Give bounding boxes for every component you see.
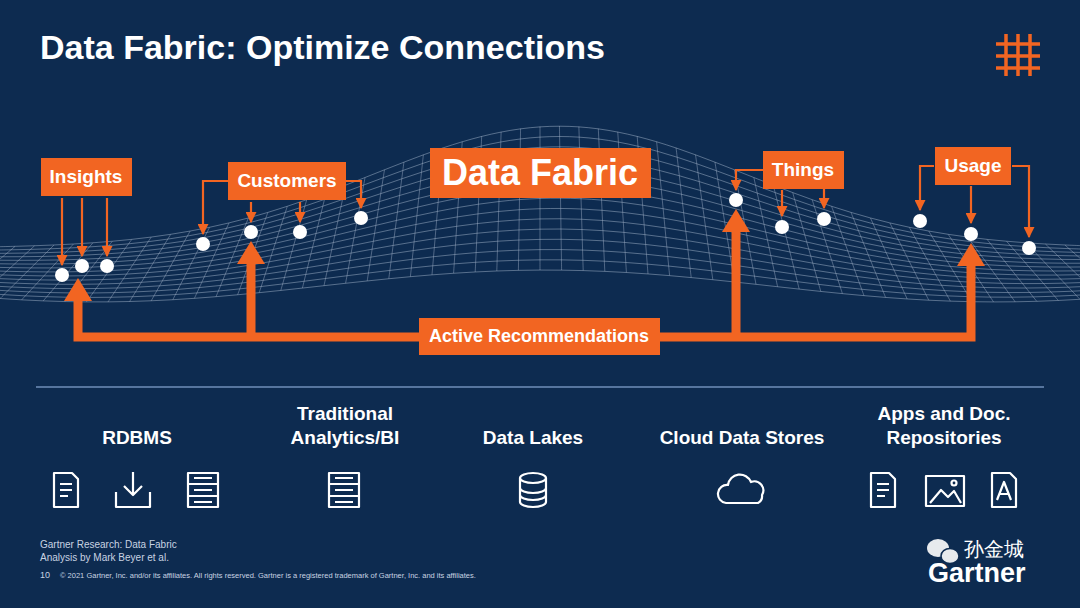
document-lines — [877, 484, 889, 496]
mesh-line — [346, 178, 365, 284]
image-icon — [926, 476, 964, 506]
category-label: Usage — [935, 147, 1011, 185]
server-lines — [188, 478, 218, 502]
mesh-line — [281, 200, 307, 291]
data-dot — [354, 211, 368, 225]
node-text: Insights — [50, 166, 123, 188]
node-text: Things — [772, 159, 834, 181]
mesh-line — [929, 231, 972, 302]
data-dot — [913, 214, 927, 228]
mesh-line — [0, 270, 1080, 302]
data-dot — [100, 259, 114, 273]
mesh-line — [1045, 244, 1080, 298]
node-text: Usage — [944, 155, 1001, 177]
gartner-mark — [996, 34, 1040, 76]
server-icon — [188, 473, 218, 507]
mesh-line — [108, 237, 151, 302]
mesh-line — [410, 155, 423, 277]
mesh-line — [1007, 241, 1059, 300]
node-text: Active Recommendations — [429, 326, 649, 347]
mesh-line — [793, 193, 821, 292]
category-label: Insights — [41, 158, 132, 196]
fabric-mesh — [0, 126, 1080, 302]
mesh-line — [130, 234, 171, 301]
data-points — [55, 193, 1036, 282]
mesh-line — [812, 200, 842, 294]
mesh-line — [676, 148, 691, 278]
document-icon — [871, 473, 895, 507]
mesh-line — [43, 243, 93, 301]
source-label: RDBMS — [67, 426, 207, 450]
mesh-line — [870, 218, 907, 299]
document-lines — [60, 484, 72, 496]
mesh-line — [324, 185, 346, 285]
mesh-line — [832, 206, 864, 295]
mesh-line — [259, 206, 287, 292]
divider — [36, 386, 1044, 388]
download-icon — [116, 472, 150, 507]
source-label: Traditional Analytics/BI — [270, 402, 420, 450]
data-dot — [964, 227, 978, 241]
source-label: Data Lakes — [463, 426, 603, 450]
center-label: Data Fabric — [430, 148, 651, 198]
data-dot — [1022, 241, 1036, 255]
mesh-line — [0, 245, 54, 299]
letter-glyph — [997, 482, 1011, 500]
mesh-line — [22, 244, 74, 300]
node-text: Customers — [237, 170, 336, 192]
source-label: Apps and Doc. Repositories — [864, 402, 1024, 450]
data-dot — [293, 225, 307, 239]
mesh-line — [696, 155, 713, 280]
document-icon — [54, 473, 78, 507]
mesh-line — [86, 239, 131, 302]
mesh-line — [302, 193, 326, 288]
wechat-icon — [927, 539, 959, 564]
title: Data Fabric: Optimize Connections — [40, 28, 605, 67]
cloud-icon — [718, 475, 763, 503]
source-label: Cloud Data Stores — [642, 426, 842, 450]
data-dot — [775, 220, 789, 234]
mesh-line — [173, 227, 210, 299]
mesh-line — [151, 231, 190, 301]
server-lines — [329, 478, 359, 502]
copyright: © 2021 Gartner, Inc. and/or its affiliat… — [60, 571, 476, 580]
recommendation-label: Active Recommendations — [419, 318, 660, 355]
node-text: Data Fabric — [442, 152, 638, 194]
server-icon — [329, 473, 359, 507]
mesh-line — [657, 142, 670, 276]
source-note: Analysis by Mark Beyer et al. — [40, 552, 169, 563]
mesh-line — [909, 227, 950, 301]
data-dot — [729, 193, 743, 207]
mesh-line — [194, 223, 229, 298]
mesh-line — [1065, 245, 1080, 296]
logo-text: Gartner — [928, 561, 1026, 585]
source-icons — [54, 472, 1016, 507]
watermark: 孙金城 — [964, 537, 1024, 561]
database-icon — [520, 473, 546, 507]
mesh-line — [367, 170, 384, 281]
data-dot — [55, 268, 69, 282]
image-sun — [952, 481, 957, 486]
mesh-line — [389, 162, 404, 279]
mesh-line — [754, 178, 778, 287]
mesh-line — [987, 239, 1037, 301]
page-number: 10 — [40, 570, 50, 580]
source-note: Gartner Research: Data Fabric — [40, 539, 177, 550]
mesh-line — [890, 223, 929, 300]
mesh-line — [851, 213, 886, 298]
category-label: Things — [763, 151, 844, 189]
data-dot — [75, 259, 89, 273]
mesh-line — [0, 246, 35, 297]
image-mountain — [930, 490, 961, 503]
document-icon — [992, 473, 1016, 507]
data-dot — [196, 237, 210, 251]
data-dot — [817, 212, 831, 226]
data-dot — [244, 225, 258, 239]
category-label: Customers — [228, 162, 346, 200]
